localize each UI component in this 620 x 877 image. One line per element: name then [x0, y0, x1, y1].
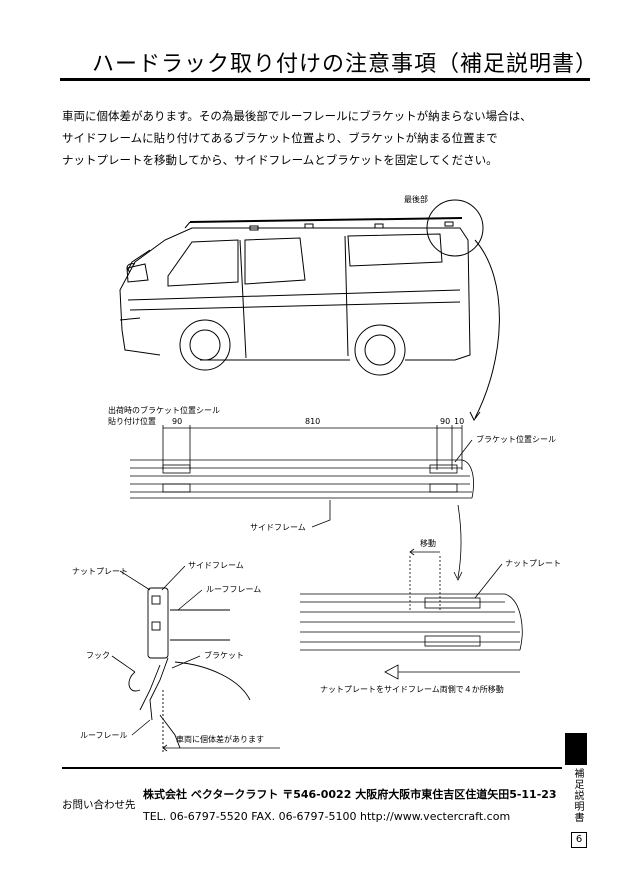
shipping-sticker-label-1: 出荷時のブラケット位置シール	[108, 405, 220, 415]
hook-label: フック	[86, 651, 110, 660]
roof-frame-label: ルーフフレーム	[206, 585, 261, 594]
tel-fax-url: TEL. 06-6797-5520 FAX. 06-6797-5100 http…	[143, 810, 511, 823]
title-underline	[60, 78, 590, 81]
detail-frame-drawing	[300, 556, 523, 651]
side-frame-2-label: サイドフレーム	[188, 561, 244, 570]
contact-label: お問い合わせ先	[62, 799, 136, 811]
bracket-sticker-label: ブラケット位置シール	[476, 434, 556, 444]
side-frame-label: サイドフレーム	[250, 523, 306, 532]
company-address: 株式会社 ベクタークラフト 〒546-0022 大阪府大阪市東住吉区住道矢田5-…	[143, 788, 557, 801]
footer-divider	[62, 767, 562, 769]
page-title: ハードラック取り付けの注意事項（補足説明書）	[92, 52, 599, 77]
dim-810: 810	[305, 417, 320, 426]
callout-arrow	[474, 239, 500, 419]
intro-paragraph: 車両に個体差があります。その為最後部でルーフレールにブラケットが納まらない場合は…	[62, 105, 532, 171]
section-tab-label: 補足説明書	[572, 768, 583, 823]
van-illustration	[119, 199, 484, 376]
dim-90-right: 90	[440, 417, 450, 426]
roof-rail-label: ルーフレール	[80, 731, 128, 740]
nut-plate-right-label: ナットプレート	[505, 559, 561, 568]
intro-line-1: 車両に個体差があります。その為最後部でルーフレールにブラケットが納まらない場合は…	[62, 109, 532, 123]
vehicle-variance-label: 車両に個体差があります	[176, 734, 264, 744]
side-frame-drawing	[130, 459, 474, 499]
bracket-label: ブラケット	[204, 650, 244, 660]
shipping-sticker-label-2: 貼り付け位置	[108, 416, 156, 426]
dim-90-left: 90	[172, 417, 182, 426]
intro-line-3: ナットプレートを移動してから、サイドフレームとブラケットを固定してください。	[62, 153, 498, 167]
move-note-label: ナットプレートをサイドフレーム両側で４か所移動	[320, 684, 504, 694]
intro-line-2: サイドフレームに貼り付けてあるブラケット位置より、ブラケットが納まる位置まで	[62, 131, 498, 145]
rear-end-label: 最後部	[404, 194, 428, 204]
move-label: 移動	[420, 538, 436, 548]
cross-section-drawing	[128, 587, 251, 752]
section-tab-marker	[565, 733, 587, 765]
dimension-line	[162, 425, 463, 470]
page-number: 6	[571, 832, 587, 848]
nut-plate-left-label: ナットプレート	[72, 567, 128, 576]
dim-10: 10	[454, 417, 464, 426]
